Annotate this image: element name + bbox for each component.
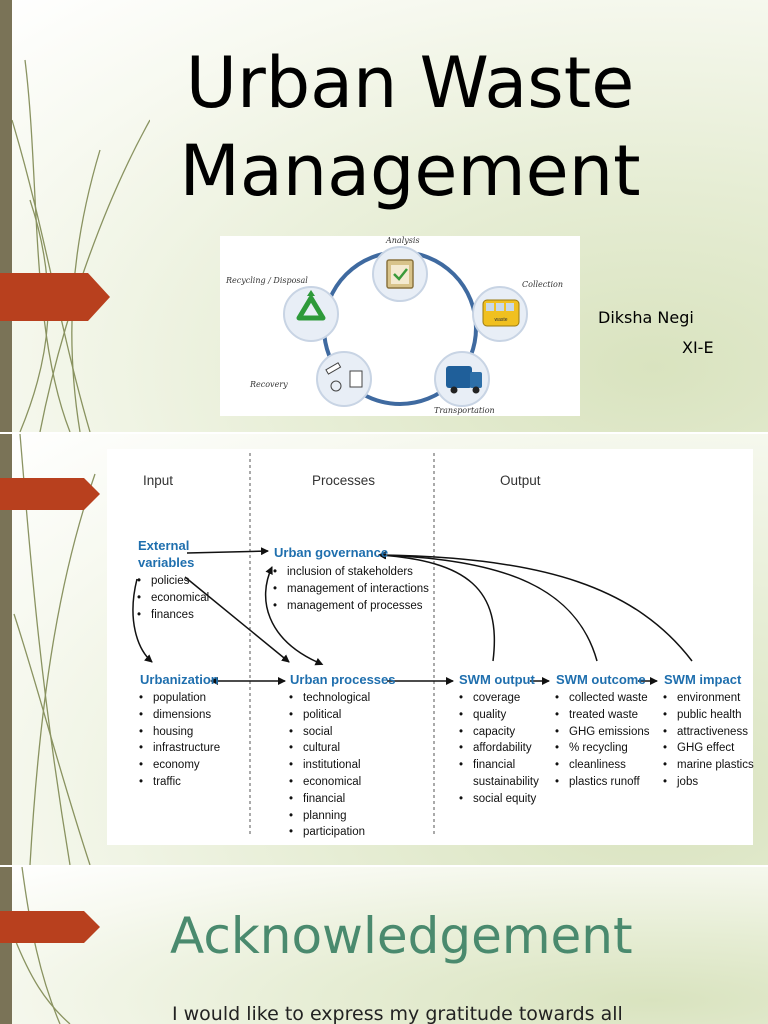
list-item: social equity <box>459 791 539 808</box>
title-line1: Urban Waste <box>185 42 635 124</box>
list-item: sustainability <box>473 775 539 788</box>
swm-outcome-title: SWM outcome <box>556 672 646 687</box>
list-item: cultural <box>289 740 370 757</box>
cycle-label-recycling: Recycling / Disposal <box>226 276 308 285</box>
list-item: attractiveness <box>663 724 754 741</box>
acknowledgement-body: I would like to express my gratitude tow… <box>172 1003 623 1024</box>
author-name: Diksha Negi <box>598 308 694 327</box>
swm-impact-list: environment public health attractiveness… <box>663 690 754 791</box>
list-item: GHG emissions <box>555 724 650 741</box>
truck-label: waste <box>494 317 507 323</box>
list-item: plastics runoff <box>555 774 650 791</box>
list-item: quality <box>459 707 539 724</box>
list-item: % recycling <box>555 740 650 757</box>
acknowledgement-title: Acknowledgement <box>170 907 633 965</box>
list-item: dimensions <box>139 707 220 724</box>
list-item: traffic <box>139 774 220 791</box>
urbanization-list: population dimensions housing infrastruc… <box>139 690 220 791</box>
list-item: inclusion of stakeholders <box>273 564 429 581</box>
list-item: housing <box>139 724 220 741</box>
acknowledgement-slide: Acknowledgement I would like to express … <box>0 867 768 1024</box>
urban-processes-title: Urban processes <box>290 672 396 687</box>
swm-outcome-list: collected waste treated waste GHG emissi… <box>555 690 650 791</box>
swm-framework-diagram: Input Processes Output External variable… <box>107 449 754 845</box>
decorative-lines <box>13 867 71 1024</box>
list-item: public health <box>663 707 754 724</box>
list-item: financial <box>289 791 370 808</box>
list-item: collected waste <box>555 690 650 707</box>
list-item: political <box>289 707 370 724</box>
slide-sidebar <box>0 867 12 1024</box>
list-item: capacity <box>459 724 539 741</box>
cycle-label-collection: Collection <box>522 280 564 289</box>
slide-sidebar <box>0 0 12 432</box>
red-arrow-tag <box>0 911 100 943</box>
slide-separator <box>0 432 768 434</box>
analysis-icon <box>372 246 428 302</box>
list-item: jobs <box>663 774 754 791</box>
list-item: coverage <box>459 690 539 707</box>
recovery-icon <box>316 351 372 407</box>
list-item: environment <box>663 690 754 707</box>
transport-icon <box>434 351 490 407</box>
cycle-label-transportation: Transportation <box>434 406 495 415</box>
list-item: population <box>139 690 220 707</box>
slide-sidebar <box>0 434 12 865</box>
urban-governance-list: inclusion of stakeholders management of … <box>273 564 429 614</box>
external-title-line2: variables <box>138 555 195 570</box>
list-item: policies <box>137 573 209 590</box>
list-item: cleanliness <box>555 757 650 774</box>
collection-icon: waste <box>472 286 528 342</box>
slide-separator <box>0 865 768 867</box>
list-item: social <box>289 724 370 741</box>
list-item: management of processes <box>273 598 429 615</box>
author-class: XI-E <box>682 338 714 357</box>
external-variables-list: policies economical finances <box>137 573 209 623</box>
swm-output-title: SWM output <box>459 672 535 687</box>
list-item: economical <box>137 590 209 607</box>
list-item: treated waste <box>555 707 650 724</box>
recycle-icon <box>283 286 339 342</box>
list-item: financial <box>459 757 539 774</box>
title-slide: Urban Waste Management waste <box>0 0 768 432</box>
list-item: institutional <box>289 757 370 774</box>
list-item: technological <box>289 690 370 707</box>
list-item: marine plastics <box>663 757 754 774</box>
urban-processes-list: technological political social cultural … <box>289 690 370 841</box>
cycle-label-analysis: Analysis <box>386 236 420 245</box>
diagram-slide: Input Processes Output External variable… <box>0 434 768 865</box>
list-item: finances <box>137 607 209 624</box>
header-input: Input <box>143 473 174 488</box>
header-output: Output <box>500 473 541 488</box>
red-arrow-tag <box>0 273 110 321</box>
list-item: participation <box>289 824 370 841</box>
swm-output-list: coverage quality capacity affordability … <box>459 690 539 808</box>
list-item: infrastructure <box>139 740 220 757</box>
cycle-label-recovery: Recovery <box>250 380 288 389</box>
red-arrow-tag <box>0 478 100 510</box>
header-processes: Processes <box>312 473 376 488</box>
list-item: economy <box>139 757 220 774</box>
list-item: planning <box>289 808 370 825</box>
swm-impact-title: SWM impact <box>664 672 742 687</box>
title-line2: Management <box>179 130 641 212</box>
list-item: affordability <box>459 740 539 757</box>
external-title-line1: External <box>138 538 190 553</box>
urbanization-title: Urbanization <box>140 672 219 687</box>
waste-cycle-image: waste Analysis Collection <box>220 236 580 416</box>
urban-governance-title: Urban governance <box>274 545 389 560</box>
list-item: management of interactions <box>273 581 429 598</box>
list-item: economical <box>289 774 370 791</box>
list-item: GHG effect <box>663 740 754 757</box>
